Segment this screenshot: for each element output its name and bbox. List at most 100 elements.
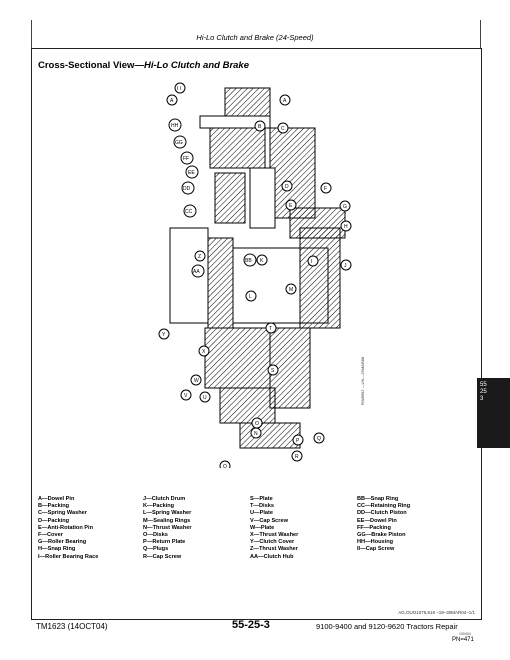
housing-top	[224, 87, 271, 117]
parts-legend: A—Dowel Pin B—Packing C—Spring Washer D—…	[38, 496, 478, 561]
svg-text:M: M	[289, 287, 293, 293]
bearing-right	[299, 227, 341, 329]
legend-item: O—Disks	[143, 532, 168, 539]
svg-text:B: B	[258, 124, 262, 130]
svg-text:U: U	[203, 395, 207, 401]
footer-page-number: 55-25-3	[232, 619, 270, 631]
footer-pn: PN=471	[452, 637, 474, 643]
bottom-housing	[239, 422, 301, 449]
svg-text:I: I	[311, 259, 312, 265]
legend-item: S—Plate	[250, 496, 273, 502]
legend-item: HH—Housing	[357, 539, 394, 546]
legend-item: CC—Retaining Ring	[357, 503, 411, 510]
side-tab-line: 25	[480, 389, 487, 395]
svg-text:HH: HH	[171, 123, 179, 129]
svg-text:H: H	[344, 224, 348, 230]
svg-text:E: E	[289, 203, 293, 209]
section-title-main: Cross-Sectional View—	[38, 60, 144, 71]
svg-text:R: R	[295, 454, 299, 460]
svg-text:G: G	[343, 204, 347, 210]
svg-text:Q: Q	[317, 436, 321, 442]
side-tab-line: 3	[480, 396, 484, 402]
cross-section-diagram: I I A A B C HH GG FF EE DD D E F G CC H …	[150, 78, 360, 472]
legend-item: R—Cap Screw	[143, 553, 182, 560]
svg-text:K: K	[260, 258, 264, 264]
legend-item: Z—Thrust Washer	[250, 546, 298, 553]
legend-item: DD—Clutch Piston	[357, 510, 407, 517]
footer-manual-id: TM1623 (14OCT04)	[36, 622, 108, 631]
legend-item: B—Packing	[38, 503, 70, 510]
content-frame	[31, 48, 482, 620]
legend-item: II—Cap Screw	[357, 546, 395, 553]
svg-text:D: D	[285, 184, 289, 190]
frame-line-right	[480, 20, 481, 48]
legend-item: X—Thrust Washer	[250, 532, 299, 539]
svg-text:A: A	[283, 98, 287, 104]
legend-item: J—Clutch Drum	[143, 496, 186, 502]
legend-item: L—Spring Washer	[143, 510, 192, 517]
legend-col-4: BB—Snap Ring CC—Retaining Ring DD—Clutch…	[357, 496, 462, 561]
svg-text:Z: Z	[198, 254, 201, 260]
legend-item: M—Sealing Rings	[143, 517, 191, 524]
legend-item: BB—Snap Ring	[357, 496, 399, 502]
legend-item: F—Cover	[38, 532, 63, 539]
legend-item: D—Packing	[38, 517, 70, 524]
svg-text:V: V	[184, 393, 188, 399]
diagram-svg: I I A A B C HH GG FF EE DD D E F G CC H …	[158, 82, 352, 472]
svg-text:AA: AA	[193, 269, 200, 275]
clutch-hub-teeth	[207, 237, 234, 329]
footer-manual-title: 9100-9400 and 9120-9620 Tractors Repair	[316, 622, 458, 631]
legend-item: I—Roller Bearing Race	[38, 553, 99, 560]
legend-col-2: J—Clutch Drum K—Packing L—Spring Washer …	[143, 496, 250, 561]
disk-pack	[204, 327, 271, 389]
svg-text:J: J	[344, 263, 347, 269]
svg-text:Q: Q	[223, 464, 227, 468]
page-header-title: Hi-Lo Clutch and Brake (24-Speed)	[196, 33, 314, 42]
legend-col-3: S—Plate T—Disks U—Plate V—Cap Screw W—Pl…	[250, 496, 357, 561]
svg-text:A: A	[170, 98, 174, 104]
legend-item: Q—Plugs	[143, 546, 169, 553]
svg-text:N: N	[254, 431, 258, 437]
section-side-tab: 55 25 3	[477, 378, 510, 448]
legend-item: AA—Clutch Hub	[250, 553, 294, 560]
legend-item: K—Packing	[143, 503, 175, 510]
svg-text:W: W	[194, 378, 199, 384]
part-labels: I I A A B C HH GG FF EE DD D E F G CC H …	[158, 82, 352, 472]
legend-item: Y—Clutch Cover	[250, 539, 295, 546]
svg-text:P: P	[296, 438, 300, 444]
side-tab-line: 55	[480, 382, 487, 388]
return-plate	[219, 387, 276, 424]
section-title-italic: Hi-Lo Clutch and Brake	[143, 60, 249, 71]
legend-item: W—Plate	[250, 524, 275, 531]
legend-item: GG—Brake Piston	[357, 532, 406, 539]
reference-code: AG,OUO1076,618 –19–30MAR04–1/1	[398, 610, 475, 615]
footer-date-code: 100404	[459, 632, 471, 636]
svg-text:Y: Y	[162, 332, 166, 338]
svg-text:CC: CC	[185, 209, 193, 215]
legend-item: U—Plate	[250, 510, 274, 517]
figure-id: RW8992 —UN—29MAR88	[360, 356, 365, 405]
legend-item: P—Return Plate	[143, 539, 186, 546]
center-shaft-upper	[249, 167, 276, 229]
svg-text:FF: FF	[183, 156, 189, 162]
svg-text:EE: EE	[188, 170, 195, 176]
svg-text:F: F	[324, 186, 327, 192]
section-title: Cross-Sectional View—Hi-Lo Clutch and Br…	[38, 60, 249, 71]
legend-item: EE—Dowel Pin	[357, 517, 397, 524]
svg-text:DD: DD	[183, 186, 191, 192]
legend-item: A—Dowel Pin	[38, 496, 75, 502]
clutch-piston-block	[214, 172, 246, 224]
legend-item: E—Anti-Rotation Pin	[38, 524, 93, 531]
svg-text:T: T	[269, 326, 272, 332]
svg-text:C: C	[281, 126, 285, 132]
svg-text:O: O	[255, 421, 259, 427]
legend-item: H—Snap Ring	[38, 546, 76, 553]
svg-text:BB: BB	[245, 258, 252, 264]
svg-text:X: X	[202, 349, 206, 355]
legend-item: T—Disks	[250, 503, 274, 510]
svg-text:L: L	[249, 294, 252, 300]
svg-text:GG: GG	[175, 140, 183, 146]
legend-item: FF—Packing	[357, 524, 391, 531]
legend-item: C—Spring Washer	[38, 510, 87, 517]
svg-text:I I: I I	[177, 86, 181, 92]
